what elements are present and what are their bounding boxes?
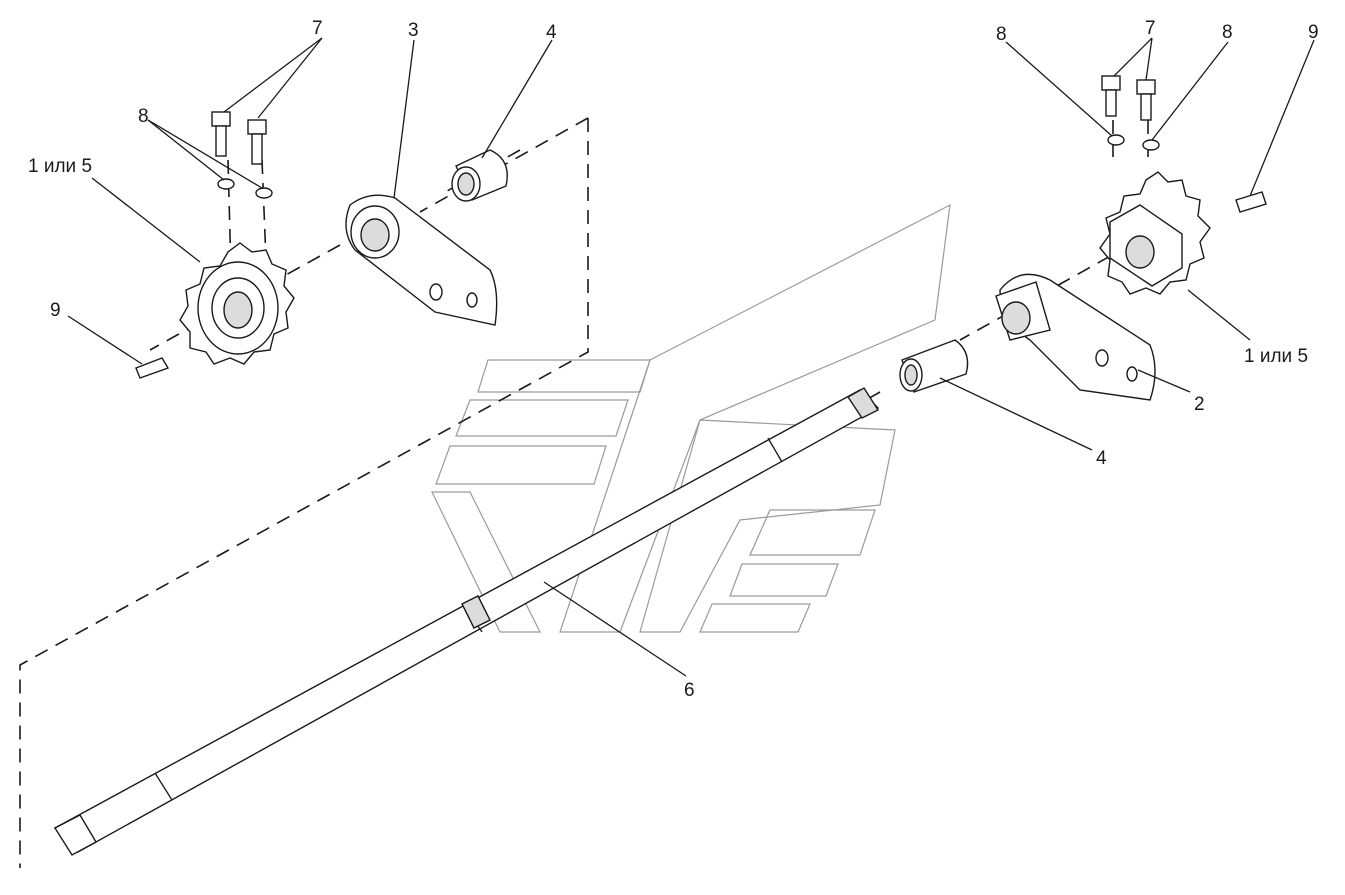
callout-sprocket-right: 1 или 5: [1244, 346, 1308, 367]
washers-left-part: [217, 178, 273, 199]
callout-key-left: 9: [50, 300, 61, 321]
bushing-upper-part: [451, 149, 508, 202]
callout-bolts-right: 7: [1145, 18, 1156, 39]
bolts-left-part: [211, 111, 267, 165]
shaft-part: [53, 387, 880, 856]
washers-right-part: [1107, 134, 1160, 151]
callout-bushing-lower: 4: [1096, 448, 1107, 469]
callout-lever-right: 2: [1194, 394, 1205, 415]
lever-right-part: [995, 273, 1156, 401]
bolts-right-part: [1101, 75, 1156, 121]
leader-lines: [67, 37, 1315, 677]
callout-bolts-left: 7: [312, 18, 323, 39]
callout-key-right: 9: [1308, 22, 1319, 43]
watermark-logo: [431, 203, 951, 633]
callout-shaft: 6: [684, 680, 695, 701]
callout-lever-left: 3: [408, 20, 419, 41]
bushing-lower-part: [899, 339, 969, 393]
callout-washers-left: 8: [138, 106, 149, 127]
lever-left-part: [345, 194, 498, 326]
key-left-part: [135, 357, 170, 379]
callout-washers-right-b: 8: [1222, 22, 1233, 43]
callout-bushing-upper: 4: [546, 22, 557, 43]
callout-sprocket-left: 1 или 5: [28, 156, 92, 177]
callout-washers-right-a: 8: [996, 24, 1007, 45]
sprocket-left-part: [179, 242, 295, 365]
key-right-part: [1235, 191, 1267, 213]
sprocket-right-part: [1099, 171, 1211, 295]
callout-labels: 1 или 5 9 8 7 3 4 8 7 8 9 1 или 5 2 4 6: [28, 18, 1319, 701]
